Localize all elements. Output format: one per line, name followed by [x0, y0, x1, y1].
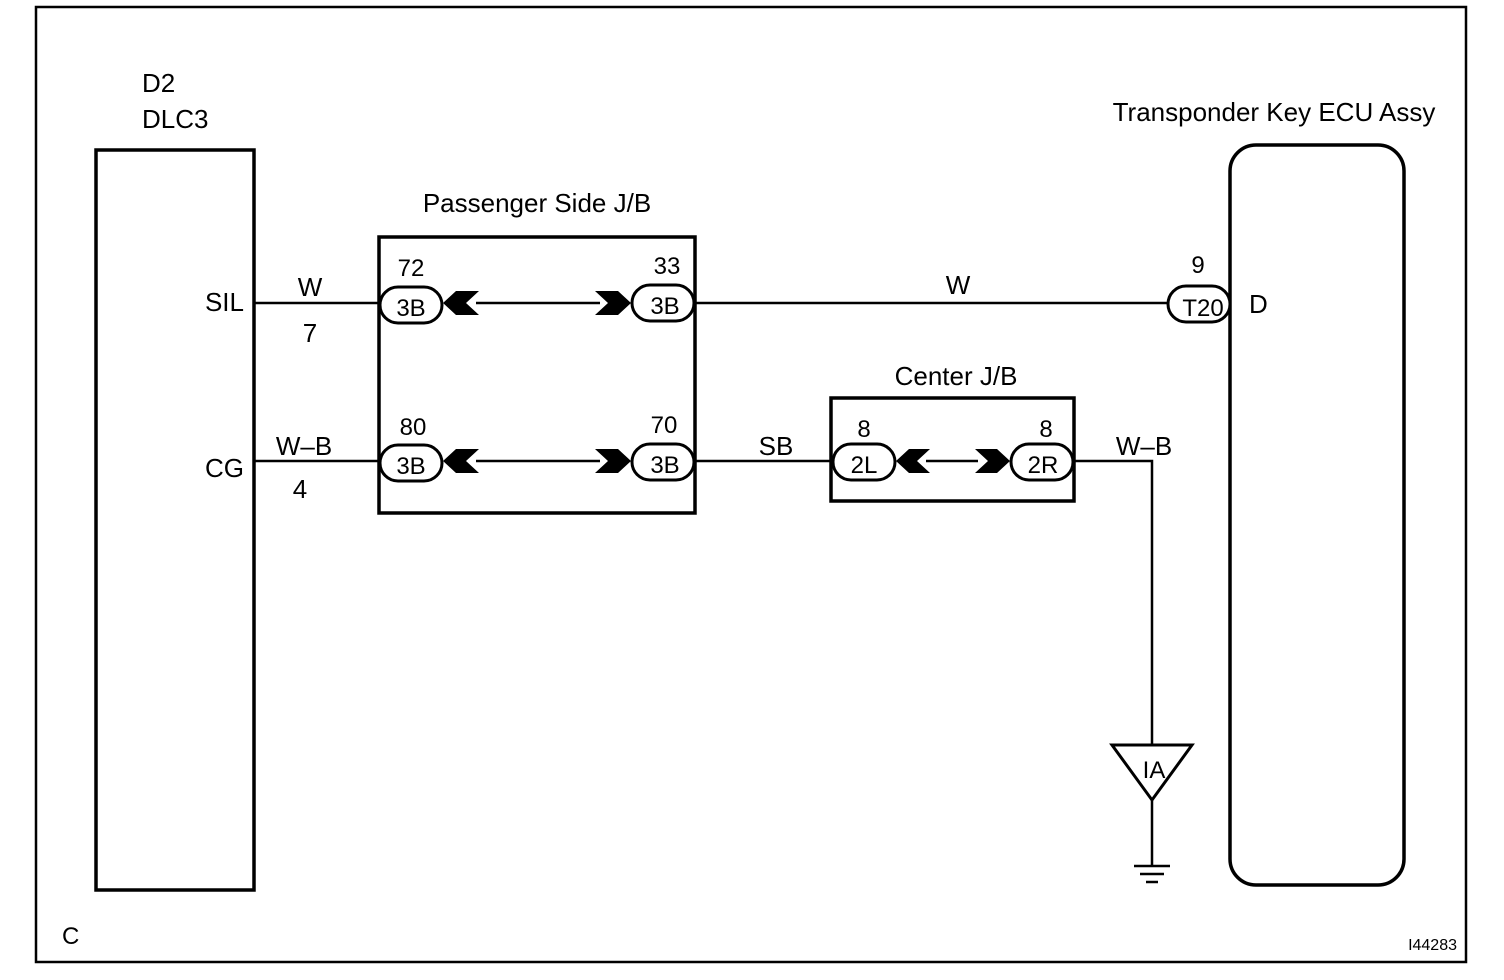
ecu-pin-d: D — [1249, 289, 1268, 319]
connector-3b-33 — [630, 283, 696, 323]
wire-ground-color: W–B — [1116, 431, 1172, 461]
wire-cg-color: W–B — [276, 431, 332, 461]
wire-cg-pin: 4 — [293, 474, 307, 504]
ground-point-triangle — [1109, 743, 1195, 803]
connector-number: 8 — [857, 416, 870, 443]
connector-code: 2R — [1028, 452, 1059, 479]
connector-number: 9 — [1191, 252, 1204, 279]
connector-t20 — [1166, 284, 1232, 324]
connector-number: 72 — [398, 255, 425, 282]
connector-number: 80 — [400, 414, 427, 441]
ecu-box — [1228, 143, 1406, 887]
drawing-id: I44283 — [1408, 937, 1457, 954]
dlc3-pin-cg: CG — [205, 453, 244, 483]
connector-2l — [831, 442, 897, 482]
wire-to-ecu-color: W — [946, 270, 971, 300]
wire-sb-color: SB — [759, 431, 794, 461]
connector-number: 33 — [654, 253, 681, 280]
dlc3-id: D2 — [142, 68, 175, 98]
dlc3-pin-sil: SIL — [205, 287, 244, 317]
chevron-left-icon — [443, 449, 479, 473]
connector-3b-72 — [378, 285, 444, 325]
corner-label-c: C — [62, 923, 79, 950]
chevron-right-icon — [595, 291, 631, 315]
chevron-right-icon — [975, 449, 1010, 473]
connector-code: 2L — [851, 452, 878, 479]
passenger-jb-box — [377, 235, 697, 515]
ground-point-label: IA — [1143, 757, 1166, 784]
dlc3-box — [94, 148, 256, 892]
connector-2r — [1009, 442, 1075, 482]
diagram-frame — [34, 5, 1468, 964]
connector-code: 3B — [396, 295, 425, 322]
connector-code: 3B — [396, 453, 425, 480]
wire-sil-color: W — [298, 272, 323, 302]
center-jb-box — [829, 396, 1076, 503]
connector-code: T20 — [1182, 295, 1223, 322]
connector-code: 3B — [650, 452, 679, 479]
chevron-left-icon — [443, 291, 479, 315]
chevron-left-icon — [896, 449, 930, 473]
passenger-jb-label: Passenger Side J/B — [423, 188, 651, 218]
connector-3b-80 — [378, 443, 444, 483]
ecu-label: Transponder Key ECU Assy — [1113, 97, 1436, 127]
chevron-right-icon — [595, 449, 631, 473]
ground-icon — [1134, 864, 1170, 884]
connector-number: 8 — [1039, 416, 1052, 443]
dlc3-name: DLC3 — [142, 104, 208, 134]
wire-ground — [1074, 459, 1154, 745]
wire-sil-pin: 7 — [303, 318, 317, 348]
connector-number: 70 — [651, 412, 678, 439]
center-jb-label: Center J/B — [895, 361, 1018, 391]
connector-3b-70 — [630, 442, 696, 482]
connector-code: 3B — [650, 293, 679, 320]
